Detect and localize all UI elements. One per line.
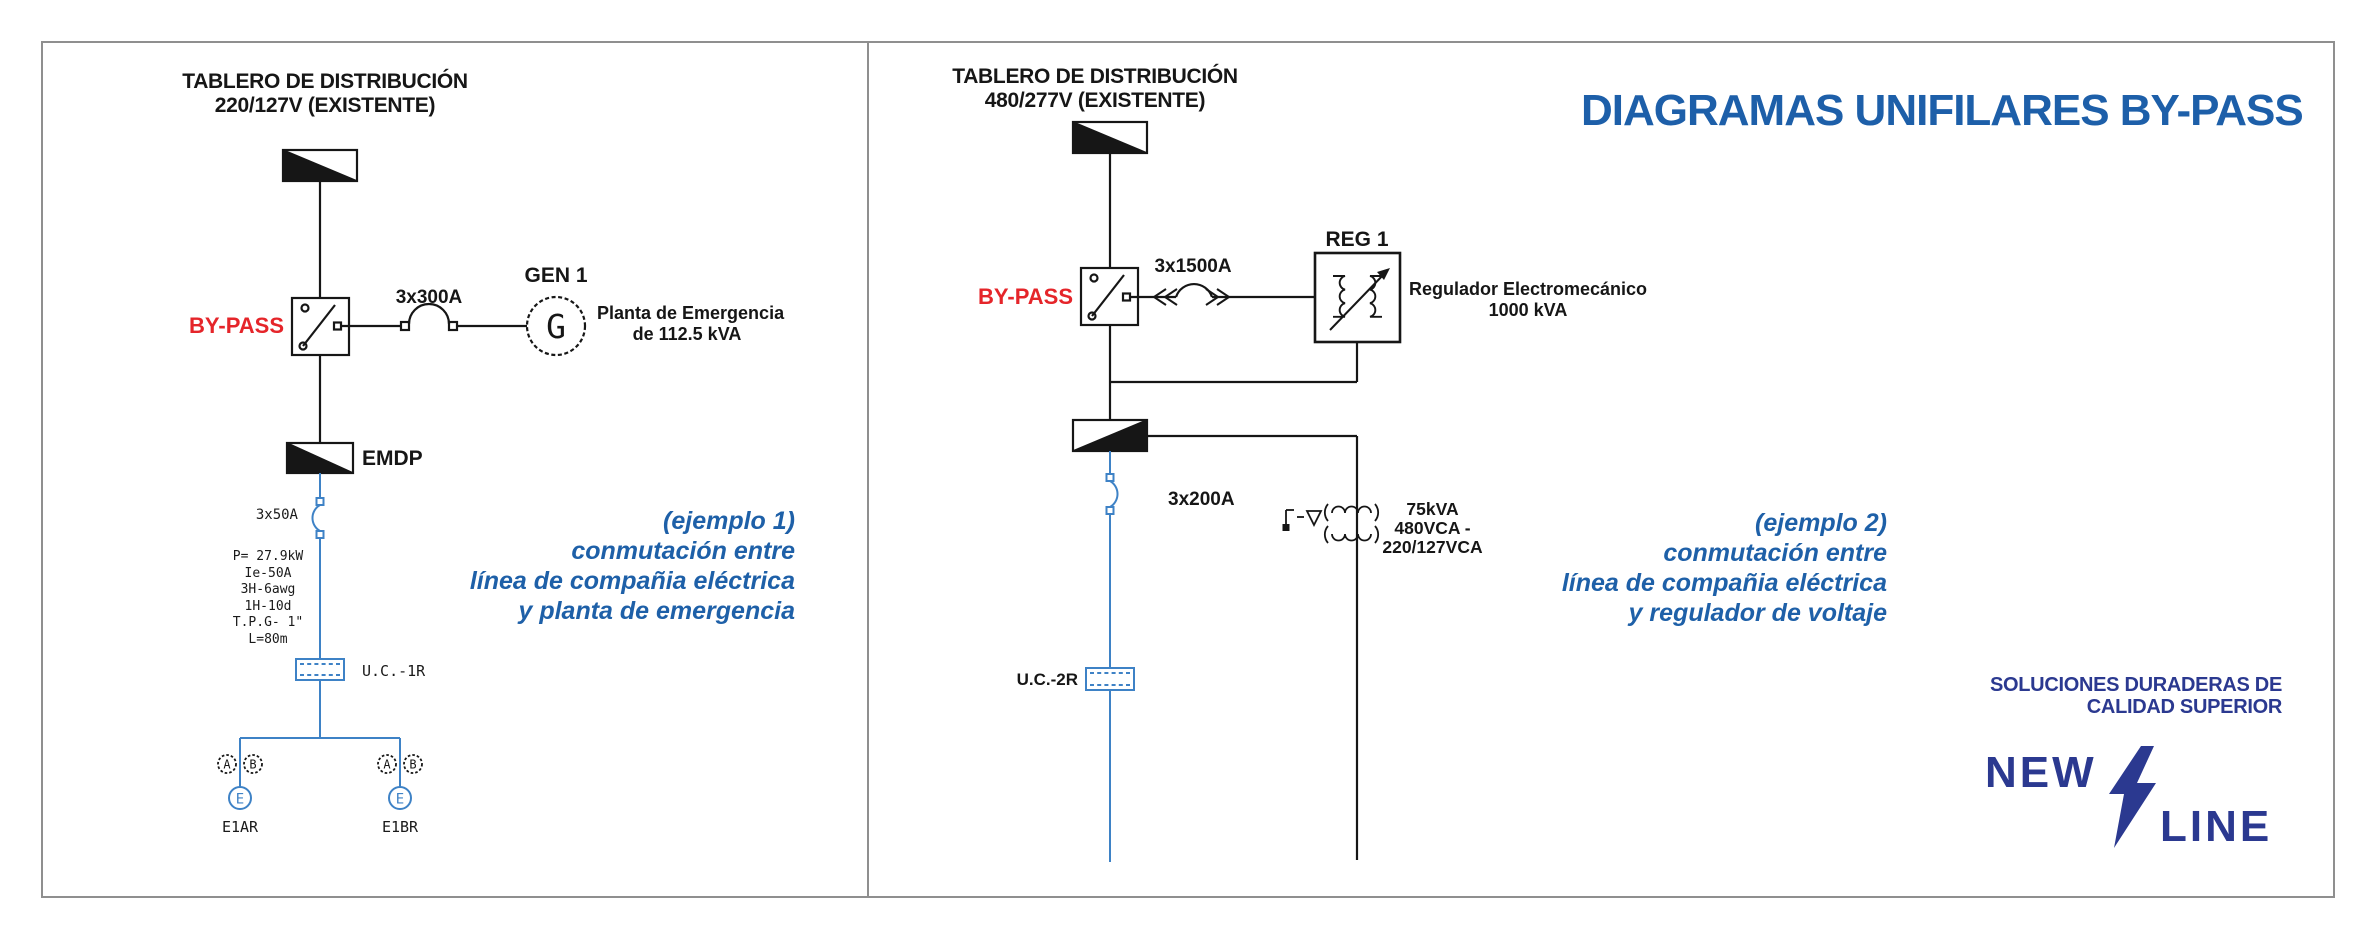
transformer-symbol-75kva (1282, 503, 1379, 544)
feeder-breaker-symbol-3x50A (311, 497, 325, 539)
transformer-kva: 75kVA (1406, 499, 1459, 519)
phase-b-letter-load2: B (409, 758, 416, 772)
logo-word-new: NEW (1985, 748, 2097, 797)
regulator-desc-line1: Regulador Electromecánico (1408, 279, 1648, 299)
tagline-line2: CALIDAD SUPERIOR (2086, 696, 2283, 718)
bypass-label-ex1: BY-PASS (189, 313, 284, 338)
transfer-breaker-rating-ex2: 3x1500A (1154, 256, 1232, 277)
bypass-switch-symbol-2 (1079, 266, 1140, 327)
drawout-breaker-symbol-3x1500A (1152, 282, 1231, 306)
equip-letter-load1: E (236, 792, 244, 808)
spec-length: L=80m (248, 631, 288, 647)
breaker-symbol-emdp (285, 441, 355, 475)
example2-black-circuit (1071, 120, 1402, 860)
bypass-label-ex2: BY-PASS (978, 284, 1073, 309)
example1-black-circuit (281, 148, 587, 475)
spec-current: Ie-50A (244, 565, 292, 581)
feeder-breaker-symbol-3x200A (1105, 473, 1119, 515)
example1-phase-contacts (217, 754, 423, 774)
feeder-spec-block: P= 27.9kW Ie-50A 3H-6awg 1H-10d T.P.G- 1… (222, 549, 314, 648)
control-unit-symbol-1R (295, 658, 345, 681)
regulator-desc-line2: 1000 kVA (1488, 300, 1568, 320)
control-unit-symbol-2R (1085, 667, 1135, 691)
generator-desc-line2: de 112.5 kVA (632, 324, 742, 344)
logo-word-line: LINE (2160, 802, 2273, 851)
phase-a-letter-load1: A (223, 758, 231, 772)
caption-ex2-line1: (ejemplo 2) (1755, 509, 1887, 537)
breaker-symbol-board-2 (1071, 120, 1149, 155)
board-title-ex2: TABLERO DE DISTRIBUCIÓN 480/277V (EXISTE… (930, 65, 1260, 113)
caption-ex2-line4: y regulador de voltaje (1628, 599, 1887, 627)
caption-ex2-line3: línea de compañia eléctrica (1561, 569, 1887, 597)
regulator-description: Regulador Electromecánico 1000 kVA (1408, 279, 1648, 321)
page-frame (41, 41, 2335, 898)
regulator-symbol (1313, 251, 1402, 344)
board-title-ex2-line2: 480/277V (EXISTENTE) (984, 89, 1206, 112)
caption-ex1-line3: línea de compañia eléctrica (469, 567, 795, 595)
caption-ex1-line4: y planta de emergencia (518, 597, 795, 625)
board-title-ex1-line1: TABLERO DE DISTRIBUCIÓN (182, 70, 468, 93)
generator-symbol (525, 295, 587, 357)
company-tagline: SOLUCIONES DURADERAS DE CALIDAD SUPERIOR (1930, 674, 2282, 718)
page-title: DIAGRAMAS UNIFILARES BY-PASS (1581, 86, 2304, 135)
board-title-ex2-line1: TABLERO DE DISTRIBUCIÓN (952, 65, 1238, 88)
caption-ex1-line1: (ejemplo 1) (663, 507, 795, 535)
phase-a-letter-load2: A (383, 758, 391, 772)
spec-power: P= 27.9kW (232, 549, 304, 564)
generator-tag: GEN 1 (524, 264, 588, 287)
spec-neutral: 1H-10d (244, 598, 292, 614)
example2-blue-circuit (1085, 451, 1135, 862)
spec-phases: 3H-6awg (240, 582, 296, 597)
lightning-bolt-icon (2109, 746, 2156, 848)
breaker-symbol-board-1 (281, 148, 359, 183)
breaker-symbol-secondary (1071, 418, 1149, 453)
transformer-secondary: 220/127VCA (1382, 537, 1483, 557)
caption-ex1: (ejemplo 1) conmutación entre línea de c… (395, 506, 795, 626)
load2-tag: E1BR (381, 818, 419, 836)
caption-ex2-line2: conmutación entre (1663, 539, 1887, 567)
regulator-tag: REG 1 (1325, 228, 1389, 251)
generator-description: Planta de Emergencia de 112.5 kVA (597, 303, 785, 345)
feeder-breaker-rating-ex2: 3x200A (1168, 489, 1235, 510)
control-unit-tag-ex1: U.C.-1R (362, 662, 426, 680)
transformer-primary: 480VCA - (1394, 518, 1471, 538)
caption-ex1-line2: conmutación entre (571, 537, 795, 565)
transfer-breaker-rating-ex1: 3x300A (395, 287, 463, 308)
equip-letter-load2: E (396, 792, 404, 808)
caption-ex2: (ejemplo 2) conmutación entre línea de c… (1487, 508, 1887, 628)
phase-b-letter-load1: B (249, 758, 256, 772)
load1-tag: E1AR (221, 818, 259, 836)
generator-letter: G (546, 307, 566, 346)
example1-symbol-letters: G A B A B E E (223, 307, 566, 808)
feeder-breaker-rating-ex1: 3x50A (255, 507, 298, 523)
bypass-switch-symbol-1 (290, 296, 351, 357)
equip-circle-load1 (228, 786, 252, 810)
subpanel-tag-emdp: EMDP (362, 447, 423, 470)
control-unit-tag-ex2: U.C.-2R (1016, 670, 1078, 689)
tagline-line1: SOLUCIONES DURADERAS DE (1989, 674, 2282, 696)
spec-conduit: T.P.G- 1" (232, 615, 304, 630)
transformer-rating-block: 75kVA 480VCA - 220/127VCA (1360, 500, 1505, 557)
generator-desc-line1: Planta de Emergencia (597, 303, 785, 323)
example1-blue-circuit (228, 473, 412, 810)
equip-circle-load2 (388, 786, 412, 810)
board-title-ex1: TABLERO DE DISTRIBUCIÓN 220/127V (EXISTE… (160, 70, 490, 118)
board-title-ex1-line2: 220/127V (EXISTENTE) (214, 94, 436, 117)
